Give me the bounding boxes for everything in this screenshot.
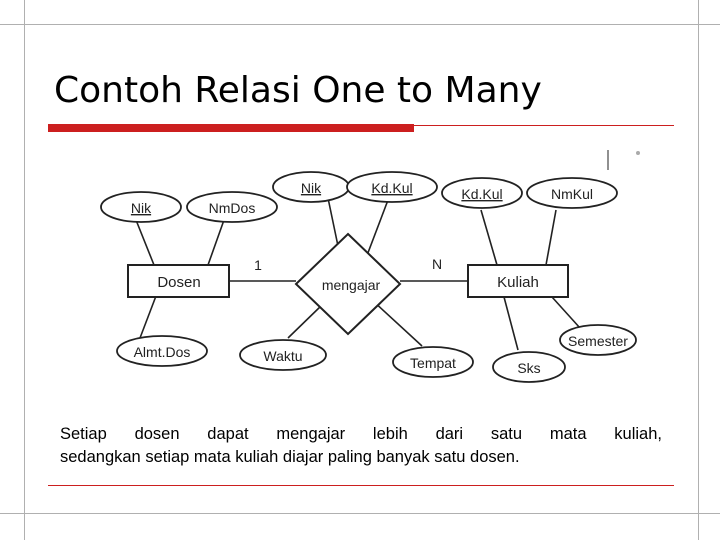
attribute-mengajar-waktu: Waktu [239,339,327,371]
er-diagram: Nik NmDos Almt.Dos Nik Kd.Kul Waktu [76,150,648,390]
entity-dosen: Dosen [127,264,230,298]
title-underline-thick [48,124,414,132]
connector-kuliah-sks [503,296,519,351]
attribute-kuliah-sks: Sks [492,351,566,383]
attribute-kuliah-nmkul: NmKul [526,177,618,209]
attribute-kuliah-kdkul: Kd.Kul [441,177,523,209]
attribute-mengajar-tempat: Tempat [392,346,474,378]
title-underline-thin [414,125,674,126]
description-line-1: Setiap dosen dapat mengajar lebih dari s… [60,425,662,443]
connector-mengajar-waktu [287,304,323,339]
entity-kuliah: Kuliah [467,264,569,298]
connector-kuliah-semester [551,296,581,329]
connector-lines [135,197,581,351]
attribute-kuliah-sks-label: Sks [517,360,540,376]
attribute-mengajar-nik: Nik [272,171,350,203]
connector-dosen-nmdos [207,219,225,266]
frame-line-top [0,24,720,25]
frame-line-right [698,0,699,540]
er-diagram-canvas: Nik NmDos Almt.Dos Nik Kd.Kul Waktu [100,150,640,383]
slide-title: Contoh Relasi One to Many [54,70,542,111]
attribute-mengajar-tempat-label: Tempat [410,355,456,371]
entity-dosen-label: Dosen [157,274,200,291]
attribute-dosen-nmdos-label: NmDos [209,200,256,216]
connector-kuliah-kdkul [480,209,498,266]
footer-rule [48,485,674,486]
attribute-mengajar-waktu-label: Waktu [263,348,302,364]
attribute-mengajar-kdkul-label: Kd.Kul [371,180,412,196]
attribute-dosen-nik: Nik [100,191,182,223]
attribute-dosen-nik-label: Nik [131,200,152,216]
relationship-mengajar: mengajar [294,232,402,336]
connector-dosen-almtdos [139,295,157,339]
attribute-kuliah-kdkul-label: Kd.Kul [461,186,502,202]
connector-mengajar-tempat [371,299,423,347]
attribute-dosen-nmdos: NmDos [186,191,278,223]
attribute-mengajar-kdkul: Kd.Kul [346,171,438,203]
attribute-dosen-almtdos-label: Almt.Dos [134,344,191,360]
entity-kuliah-label: Kuliah [497,274,539,291]
attribute-dosen-almtdos: Almt.Dos [116,335,208,367]
relationship-mengajar-label: mengajar [322,277,381,293]
connector-kuliah-nmkul [545,209,557,266]
frame-line-bottom [0,513,720,514]
stray-dot [636,151,640,155]
cardinality-kuliah: N [432,256,442,272]
connector-dosen-nik [135,219,155,266]
attribute-kuliah-semester: Semester [559,324,637,356]
slide-description: Setiap dosen dapat mengajar lebih dari s… [60,423,662,469]
frame-line-left [24,0,25,540]
attribute-kuliah-semester-label: Semester [568,333,628,349]
connector-mengajar-kdkul [365,199,389,259]
cardinality-dosen: 1 [254,257,262,273]
connector-mengajar-nik [327,197,339,247]
description-line-2: sedangkan setiap mata kuliah diajar pali… [60,448,520,466]
attribute-mengajar-nik-label: Nik [301,180,322,196]
attribute-kuliah-nmkul-label: NmKul [551,186,593,202]
